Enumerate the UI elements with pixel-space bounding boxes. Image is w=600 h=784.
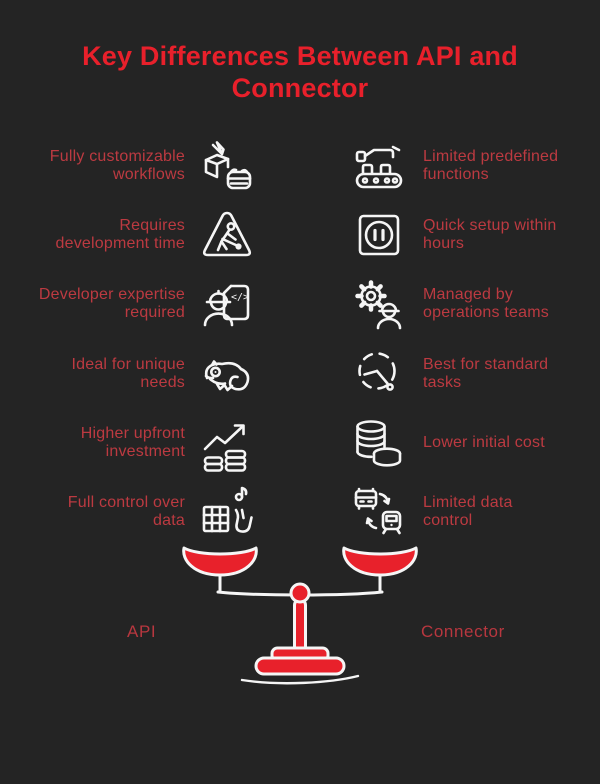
item-label: Developer expertise required xyxy=(38,286,185,322)
api-item-data-control: Full control over data xyxy=(0,483,300,541)
scale-base-bottom xyxy=(254,656,346,676)
comparison-rows: Fully customizable workflows xyxy=(0,131,600,547)
dashed-clock-icon xyxy=(350,345,408,403)
svg-text:</>: </> xyxy=(231,292,249,303)
api-item-development-time: Requires development time xyxy=(0,206,300,264)
connector-label: Connector xyxy=(421,622,505,641)
comparison-row: Fully customizable workflows xyxy=(0,131,600,200)
comparison-row: Developer expertise required </> xyxy=(0,270,600,339)
transport-transfer-icon xyxy=(350,483,408,541)
api-label: API xyxy=(127,622,157,641)
scale-post xyxy=(293,598,307,654)
connector-item-data-control: Limited data control xyxy=(300,483,600,541)
item-label: Fully customizable workflows xyxy=(49,147,185,183)
item-label: Limited predefined functions xyxy=(423,147,559,183)
conveyor-robot-icon xyxy=(350,137,408,195)
connector-item-operations-teams: Managed by operations teams xyxy=(300,275,600,333)
scale-right-pan xyxy=(342,546,418,577)
pencil-box-icon xyxy=(198,137,256,195)
scale-pivot xyxy=(289,582,311,604)
item-label: Managed by operations teams xyxy=(423,286,549,322)
construction-sign-icon xyxy=(198,206,256,264)
item-label: Ideal for unique needs xyxy=(71,355,185,391)
item-label: Lower initial cost xyxy=(423,433,545,451)
item-label: Full control over data xyxy=(67,494,185,530)
page-title: Key Differences Between API and Connecto… xyxy=(82,41,518,104)
comparison-row: Requires development time xyxy=(0,200,600,269)
comparison-row: Higher upfront investment xyxy=(0,408,600,477)
item-label: Quick setup within hours xyxy=(423,217,557,252)
api-item-developer-expertise: Developer expertise required </> xyxy=(0,275,300,333)
developer-code-icon: </> xyxy=(198,275,256,333)
item-label: Requires development time xyxy=(55,217,185,252)
item-label: Higher upfront investment xyxy=(80,424,185,460)
connector-item-initial-cost: Lower initial cost xyxy=(300,414,600,472)
item-label: Limited data control xyxy=(423,494,513,530)
connector-item-functions: Limited predefined functions xyxy=(300,137,600,195)
comparison-row: Ideal for unique needs xyxy=(0,339,600,408)
power-outlet-icon xyxy=(350,206,408,264)
connector-item-quick-setup: Quick setup within hours xyxy=(300,206,600,264)
balance-scale-illustration xyxy=(130,530,470,690)
scale-left-pan xyxy=(182,546,258,577)
api-item-workflows: Fully customizable workflows xyxy=(0,137,300,195)
growth-chart-coins-icon xyxy=(198,414,256,472)
connector-item-standard-tasks: Best for standard tasks xyxy=(300,345,600,403)
gear-operator-icon xyxy=(350,275,408,333)
coin-stacks-icon xyxy=(350,414,408,472)
api-item-unique-needs: Ideal for unique needs xyxy=(0,345,300,403)
data-grid-hand-icon xyxy=(198,483,256,541)
item-label: Best for standard tasks xyxy=(423,355,549,391)
chameleon-icon xyxy=(198,345,256,403)
scale-base-underline xyxy=(240,674,360,685)
comparison-row: Full control over data xyxy=(0,477,600,546)
api-item-upfront-investment: Higher upfront investment xyxy=(0,414,300,472)
